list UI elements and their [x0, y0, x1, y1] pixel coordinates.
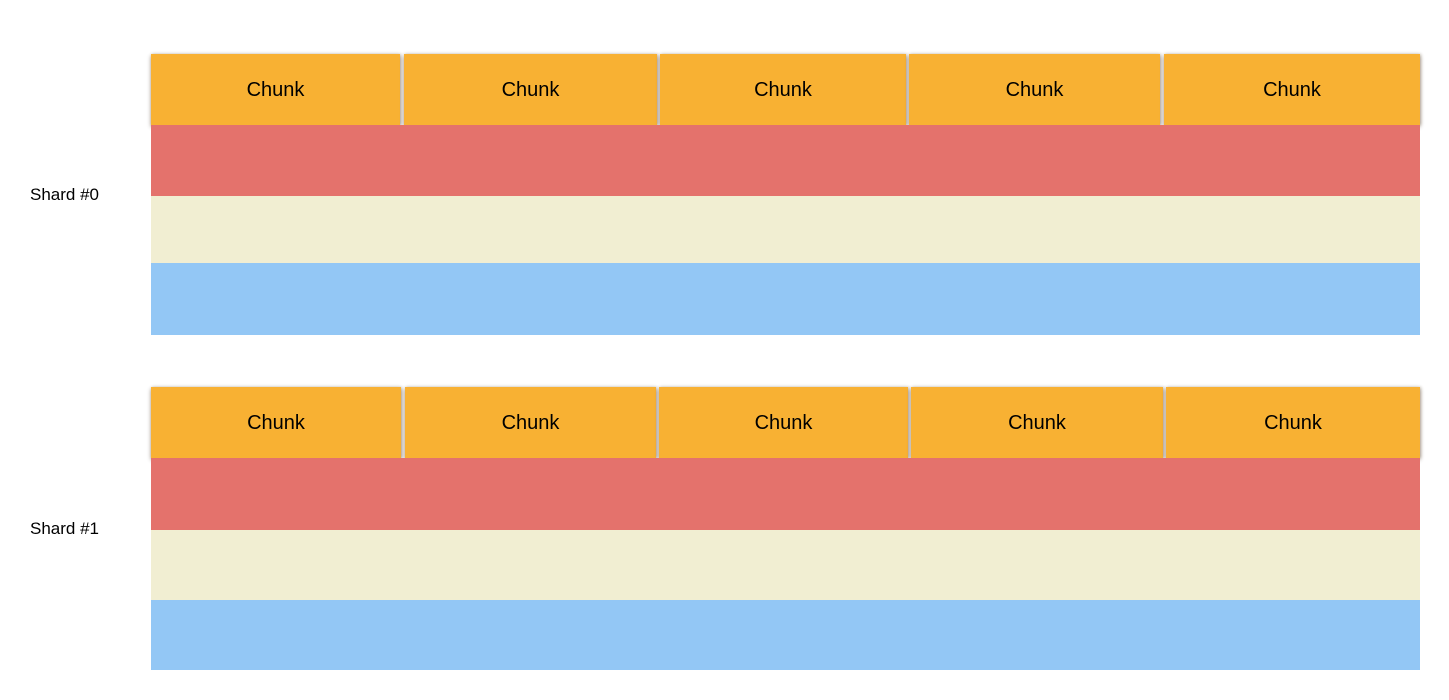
- chunk-box[interactable]: Chunk: [1166, 387, 1420, 458]
- shard-group-0: Shard #0 Chunk Chunk Chunk Chunk Chunk: [0, 0, 1449, 340]
- chunk-box[interactable]: Chunk: [660, 54, 906, 125]
- chunk-label: Chunk: [501, 411, 560, 434]
- chunk-box[interactable]: Chunk: [151, 54, 400, 125]
- chunk-box[interactable]: Chunk: [151, 387, 401, 458]
- chunk-box[interactable]: Chunk: [909, 54, 1160, 125]
- chunk-label: Chunk: [1005, 78, 1064, 101]
- chunk-label: Chunk: [754, 411, 813, 434]
- shard-layer-red: [151, 458, 1420, 530]
- chunk-label: Chunk: [247, 411, 305, 434]
- shard-layer-cream: [151, 196, 1420, 263]
- shard-group-1: Shard #1 Chunk Chunk Chunk Chunk Chunk: [0, 334, 1449, 674]
- shard-layer-blue: [151, 600, 1420, 670]
- chunk-label: Chunk: [501, 78, 560, 101]
- shard-layer-cream: [151, 530, 1420, 600]
- chunk-label: Chunk: [246, 78, 305, 101]
- chunk-row-1: Chunk Chunk Chunk Chunk Chunk: [151, 387, 1420, 458]
- shard-layer-blue: [151, 263, 1420, 335]
- shard-label-1: Shard #1: [30, 519, 99, 538]
- shard-label-0: Shard #0: [30, 185, 99, 204]
- shard-layer-red: [151, 125, 1420, 196]
- chunk-box[interactable]: Chunk: [404, 54, 657, 125]
- chunk-box[interactable]: Chunk: [659, 387, 908, 458]
- chunk-label: Chunk: [1263, 78, 1321, 101]
- chunk-label: Chunk: [1264, 411, 1322, 434]
- chunk-label: Chunk: [754, 78, 812, 101]
- chunk-label: Chunk: [1008, 411, 1066, 434]
- chunk-row-0: Chunk Chunk Chunk Chunk Chunk: [151, 54, 1420, 125]
- chunk-box[interactable]: Chunk: [911, 387, 1163, 458]
- chunk-box[interactable]: Chunk: [405, 387, 656, 458]
- chunk-box[interactable]: Chunk: [1164, 54, 1420, 125]
